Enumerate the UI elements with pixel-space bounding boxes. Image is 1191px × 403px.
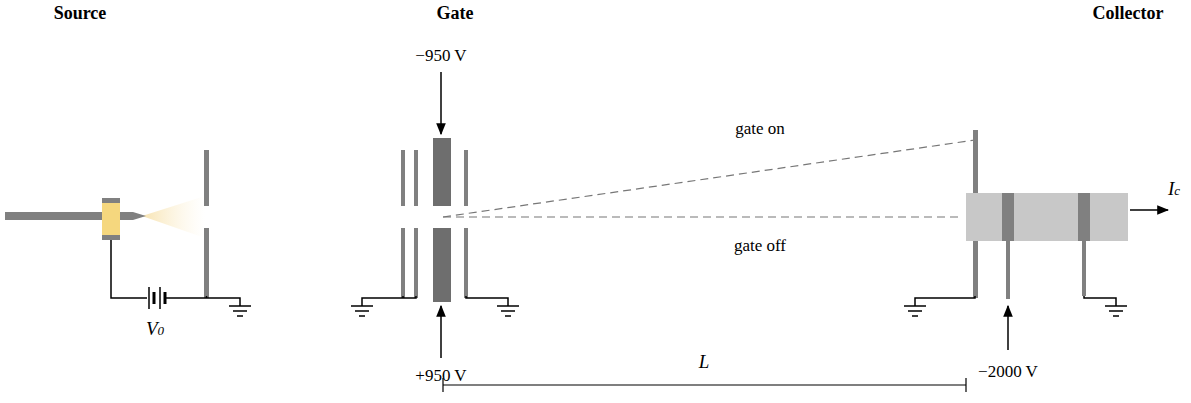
- wire: [466, 296, 508, 306]
- voltage-label: +950 V: [415, 367, 466, 386]
- needle-tip: [133, 212, 146, 220]
- ground-symbol: [1105, 306, 1127, 316]
- wire: [362, 296, 416, 306]
- collar-cap: [102, 235, 120, 240]
- collector-tube: [966, 193, 1128, 241]
- voltage-label: −950 V: [415, 47, 466, 66]
- electrode-lead: [1006, 241, 1010, 299]
- ground-symbol: [351, 306, 373, 316]
- voltage-label: −2000 V: [978, 363, 1038, 382]
- deflector-plate: [433, 228, 451, 302]
- section-title: Collector: [1093, 4, 1164, 24]
- wire: [1084, 296, 1116, 306]
- gate-plate: [414, 228, 418, 298]
- wire: [915, 296, 975, 306]
- voltage-arrow: [440, 306, 442, 358]
- wire: [111, 240, 147, 298]
- collar-cap: [102, 198, 120, 203]
- current-label: Ic: [1168, 179, 1180, 200]
- voltage-arrow: [440, 72, 442, 134]
- path-label: gate on: [732, 120, 788, 139]
- electrode-lead: [1082, 241, 1086, 296]
- collar: [102, 198, 120, 240]
- battery-symbol: [149, 287, 165, 309]
- path-label: gate off: [731, 237, 789, 256]
- gate-plate: [464, 150, 468, 206]
- voltage-arrow: [1007, 306, 1009, 350]
- dimension-line: [443, 378, 966, 392]
- current-arrow: [1130, 209, 1168, 211]
- ground-symbol: [497, 306, 519, 316]
- deflector-plate: [433, 138, 451, 206]
- beam-path: [443, 216, 962, 217]
- gate-plate: [414, 150, 418, 206]
- ground-symbol: [229, 306, 251, 316]
- gate-plate: [401, 150, 405, 206]
- spray-plume: [142, 196, 205, 238]
- source-plate: [204, 150, 209, 206]
- dynode-ring: [1078, 193, 1090, 241]
- wire: [165, 298, 240, 306]
- section-title: Source: [54, 4, 107, 24]
- section-title: Gate: [437, 4, 474, 24]
- ground-symbol: [904, 306, 926, 316]
- source-plate: [204, 228, 209, 298]
- dimension-label: L: [699, 352, 710, 373]
- gate-plate: [401, 228, 405, 298]
- beam-path: [443, 140, 975, 217]
- wire: [402, 296, 404, 298]
- dynode-ring: [1002, 193, 1014, 241]
- voltage-label: V0: [146, 319, 164, 340]
- gate-plate: [464, 228, 468, 298]
- wire: [206, 296, 208, 298]
